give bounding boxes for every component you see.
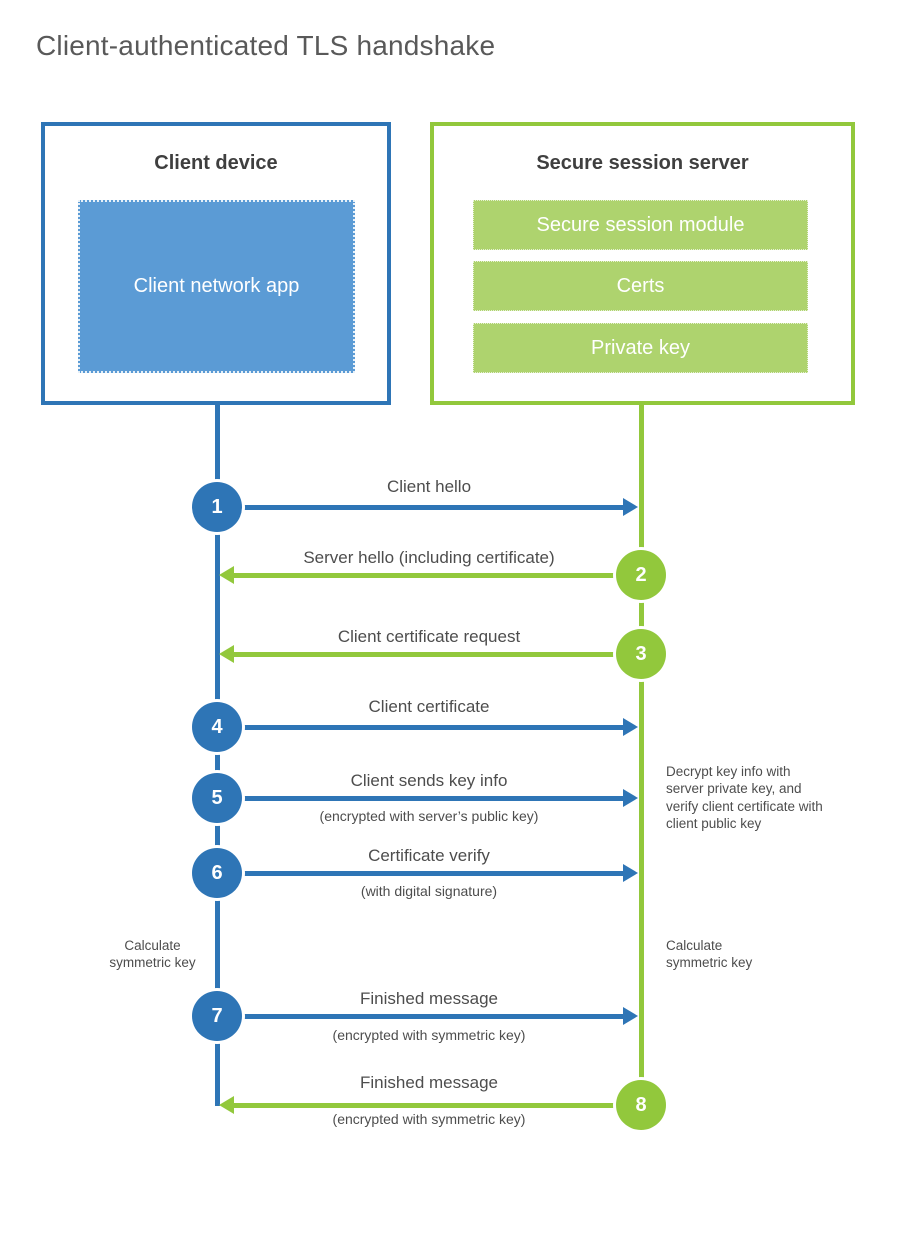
- step-7-sublabel: (encrypted with symmetric key): [332, 1027, 526, 1043]
- step-4-arrowhead-right-icon: [623, 718, 638, 736]
- step-7-arrowhead-right-icon: [623, 1007, 638, 1025]
- client-device-title: Client device: [154, 152, 278, 174]
- step-3-arrowhead-left-icon: [219, 645, 234, 663]
- step-8-badge: 8: [616, 1080, 666, 1130]
- step-7-badge: 7: [192, 991, 242, 1041]
- step-4-arrow-line: [244, 725, 624, 730]
- step-3-label: Client certificate request: [337, 627, 521, 646]
- step-1-badge: 1: [192, 482, 242, 532]
- step-2-label: Server hello (including certificate): [303, 548, 555, 567]
- step-7-arrow-line: [244, 1014, 624, 1019]
- server-calculate-note: Calculate symmetric key: [666, 938, 753, 971]
- server-module-secure-session: Secure session module: [473, 200, 808, 250]
- secure-session-server-title: Secure session server: [536, 152, 749, 174]
- server-decrypt-note: Decrypt key info with server private key…: [666, 764, 823, 831]
- step-2-arrowhead-left-icon: [219, 566, 234, 584]
- step-3-arrow-line: [234, 652, 616, 657]
- step-6-sublabel: (with digital signature): [360, 883, 498, 899]
- step-6-arrowhead-right-icon: [623, 864, 638, 882]
- step-4-badge: 4: [192, 702, 242, 752]
- step-5-arrowhead-right-icon: [623, 789, 638, 807]
- server-module-certs: Certs: [473, 261, 808, 311]
- step-8-arrow-line: [234, 1103, 616, 1108]
- step-5-label: Client sends key info: [350, 771, 508, 790]
- step-2-badge: 2: [616, 550, 666, 600]
- step-5-arrow-line: [244, 796, 624, 801]
- step-5-sublabel: (encrypted with server’s public key): [319, 808, 539, 824]
- step-1-arrow-line: [244, 505, 624, 510]
- client-lifeline: [215, 405, 220, 1106]
- step-6-arrow-line: [244, 871, 624, 876]
- step-8-sublabel: (encrypted with symmetric key): [332, 1111, 526, 1127]
- server-lifeline: [639, 405, 644, 1106]
- client-calculate-note: Calculate symmetric key: [109, 938, 196, 971]
- step-8-label: Finished message: [360, 1073, 498, 1092]
- step-2-arrow-line: [234, 573, 616, 578]
- step-3-badge: 3: [616, 629, 666, 679]
- client-network-app-box: Client network app: [78, 200, 355, 373]
- page-title: Client-authenticated TLS handshake: [36, 30, 496, 61]
- step-6-label: Certificate verify: [368, 846, 490, 865]
- step-6-badge: 6: [192, 848, 242, 898]
- step-1-label: Client hello: [386, 477, 472, 496]
- server-module-private-key: Private key: [473, 323, 808, 373]
- client-network-app-label: Client network app: [133, 275, 300, 297]
- step-5-badge: 5: [192, 773, 242, 823]
- step-7-label: Finished message: [360, 989, 498, 1008]
- step-4-label: Client certificate: [368, 697, 490, 716]
- step-8-arrowhead-left-icon: [219, 1096, 234, 1114]
- step-1-arrowhead-right-icon: [623, 498, 638, 516]
